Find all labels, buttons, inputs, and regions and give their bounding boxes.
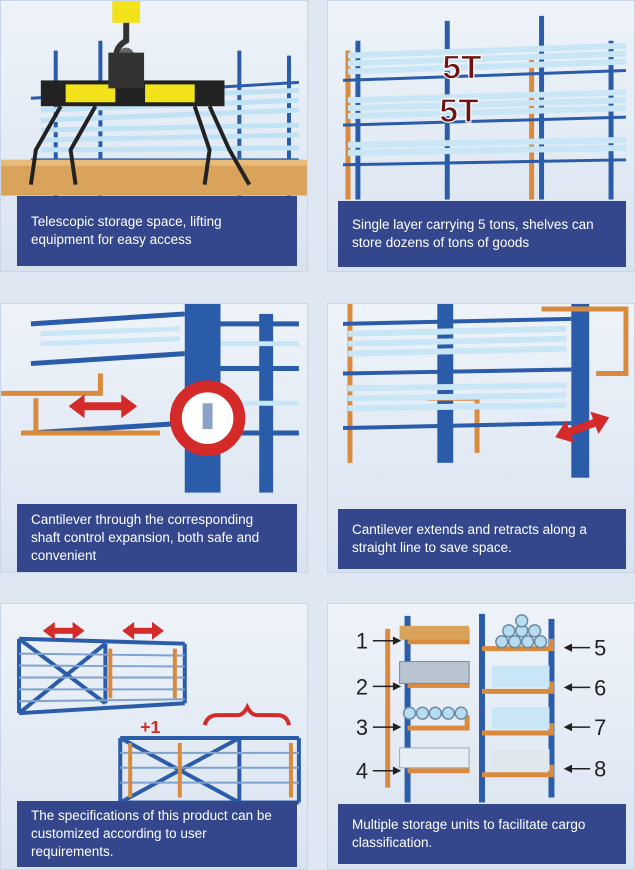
caption-retract-text: Cantilever extends and retracts along a … — [352, 522, 587, 555]
caption-shaft-text: Cantilever through the corresponding sha… — [31, 512, 260, 563]
plus-one-label: +1 — [140, 717, 160, 737]
unit-number-6: 6 — [594, 675, 606, 700]
panel-shaft: Cantilever through the corresponding sha… — [0, 303, 308, 573]
panel-telescopic: Telescopic storage space, lifting equipm… — [0, 0, 308, 272]
caption-retract: Cantilever extends and retracts along a … — [338, 509, 626, 569]
unit-number-2: 2 — [356, 674, 368, 699]
panel-retract: Cantilever extends and retracts along a … — [327, 303, 635, 573]
units-illustration: 1 2 3 4 5 6 7 8 — [356, 613, 606, 803]
caption-units-text: Multiple storage units to facilitate car… — [352, 817, 586, 850]
panel-custom: +1 The specifications of this product ca… — [0, 603, 308, 870]
unit-number-5: 5 — [594, 636, 606, 661]
shaft-illustration — [1, 304, 299, 493]
caption-shaft: Cantilever through the corresponding sha… — [17, 504, 297, 572]
caption-load-text: Single layer carrying 5 tons, shelves ca… — [352, 217, 594, 250]
load-label-bottom: 5T — [439, 92, 479, 130]
unit-number-3: 3 — [356, 715, 368, 740]
load-label-top: 5T — [442, 48, 482, 86]
unit-number-8: 8 — [594, 757, 606, 782]
retract-illustration — [342, 304, 629, 478]
caption-custom: The specifications of this product can b… — [17, 801, 297, 867]
panel-units: 1 2 3 4 5 6 7 8 Multiple storage units t… — [327, 603, 635, 870]
unit-number-4: 4 — [356, 759, 368, 784]
unit-number-7: 7 — [594, 715, 606, 740]
caption-load: Single layer carrying 5 tons, shelves ca… — [338, 201, 626, 267]
telescopic-illustration — [1, 1, 307, 200]
caption-custom-text: The specifications of this product can b… — [31, 808, 272, 859]
caption-telescopic: Telescopic storage space, lifting equipm… — [17, 196, 297, 266]
caption-units: Multiple storage units to facilitate car… — [338, 804, 626, 864]
load-illustration: 5T 5T — [342, 15, 627, 200]
unit-number-1: 1 — [356, 629, 368, 654]
panel-load: 5T 5T Single layer carrying 5 tons, shel… — [327, 0, 635, 272]
caption-telescopic-text: Telescopic storage space, lifting equipm… — [31, 214, 222, 247]
